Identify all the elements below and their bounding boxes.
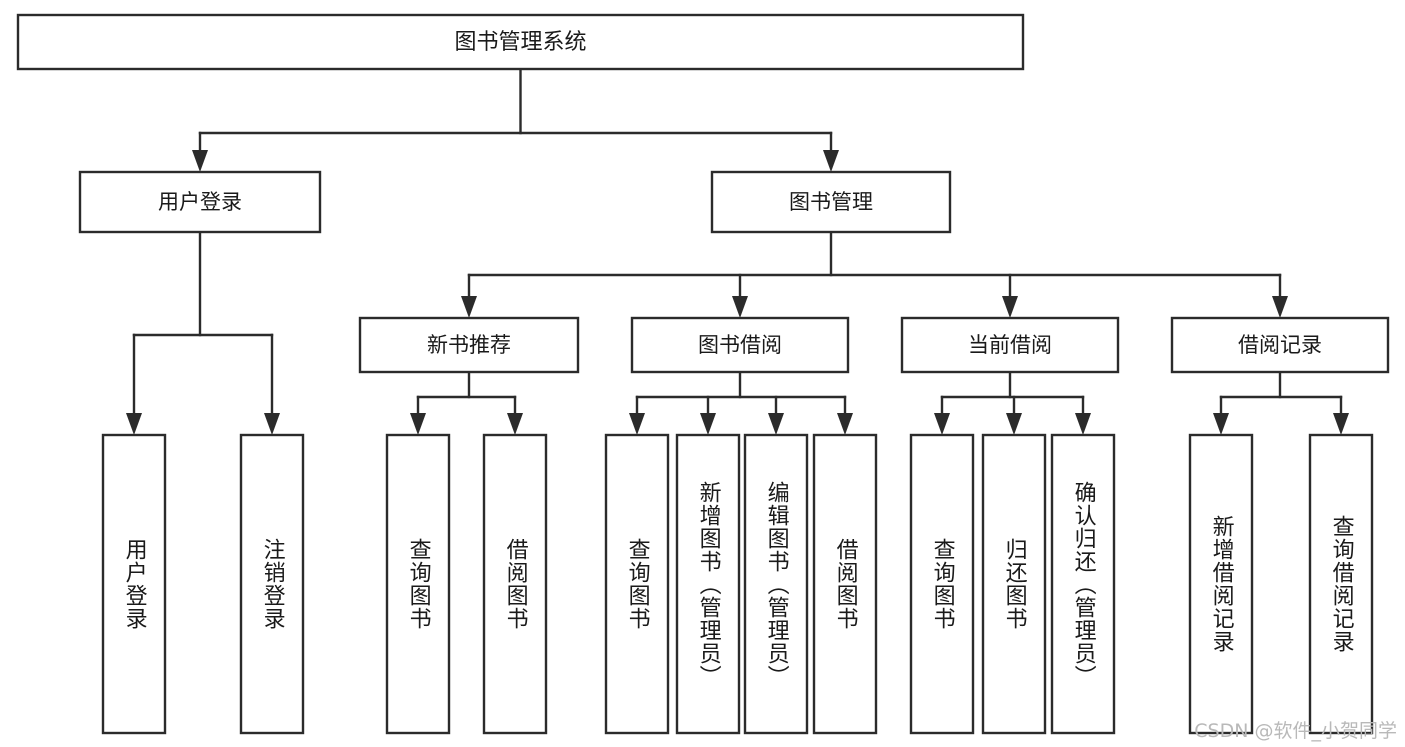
arrow-head-icon [1075, 413, 1091, 435]
node-box-current-borrow[interactable] [900, 316, 1120, 374]
node-box-leaf-confirm-return-admin[interactable] [1050, 433, 1116, 735]
node-box-borrow-records[interactable] [1170, 316, 1390, 374]
watermark-text: CSDN @软件_小贺同学 [1194, 720, 1397, 742]
arrow-head-icon [837, 413, 853, 435]
node-box-leaf-user-login[interactable] [101, 433, 167, 735]
node-label-book-borrow: 图书借阅 [698, 333, 782, 357]
node-box-leaf-query-borrow-record[interactable] [1308, 433, 1374, 735]
node-box-leaf-logout-login[interactable] [239, 433, 305, 735]
node-box-leaf-query-book-current[interactable] [909, 433, 975, 735]
node-box-book-management[interactable] [710, 170, 952, 234]
arrow-head-icon [410, 413, 426, 435]
arrow-head-icon [629, 413, 645, 435]
node-label-borrow-records: 借阅记录 [1238, 333, 1322, 357]
arrow-head-icon [732, 296, 748, 318]
arrow-head-icon [1333, 413, 1349, 435]
node-box-root[interactable] [16, 13, 1025, 71]
node-box-book-borrow[interactable] [630, 316, 850, 374]
arrow-head-icon [264, 413, 280, 435]
node-box-user-login[interactable] [78, 170, 322, 234]
node-box-leaf-query-book-borrow[interactable] [604, 433, 670, 735]
arrow-head-icon [823, 150, 839, 172]
node-label-current-borrow: 当前借阅 [968, 333, 1052, 357]
arrow-head-icon [700, 413, 716, 435]
node-box-leaf-return-book[interactable] [981, 433, 1047, 735]
arrow-head-icon [507, 413, 523, 435]
node-box-leaf-borrow-book[interactable] [812, 433, 878, 735]
node-label-new-book-recommend: 新书推荐 [427, 333, 511, 357]
arrow-head-icon [461, 296, 477, 318]
node-box-leaf-query-book-new[interactable] [385, 433, 451, 735]
connectors-layer [126, 67, 1349, 435]
arrow-head-icon [126, 413, 142, 435]
arrow-head-icon [768, 413, 784, 435]
node-box-leaf-add-book-admin[interactable] [675, 433, 741, 735]
arrow-head-icon [192, 150, 208, 172]
arrow-head-icon [934, 413, 950, 435]
arrow-head-icon [1213, 413, 1229, 435]
arrow-head-icon [1002, 296, 1018, 318]
node-box-leaf-add-borrow-record[interactable] [1188, 433, 1254, 735]
node-box-leaf-borrow-book-new[interactable] [482, 433, 548, 735]
node-label-book-management: 图书管理 [789, 190, 873, 214]
arrow-head-icon [1272, 296, 1288, 318]
node-box-new-book-recommend[interactable] [358, 316, 580, 374]
node-label-user-login: 用户登录 [158, 190, 242, 214]
node-label-root: 图书管理系统 [454, 30, 586, 55]
boxes-layer [16, 13, 1390, 735]
node-box-leaf-edit-book-admin[interactable] [743, 433, 809, 735]
arrow-head-icon [1006, 413, 1022, 435]
